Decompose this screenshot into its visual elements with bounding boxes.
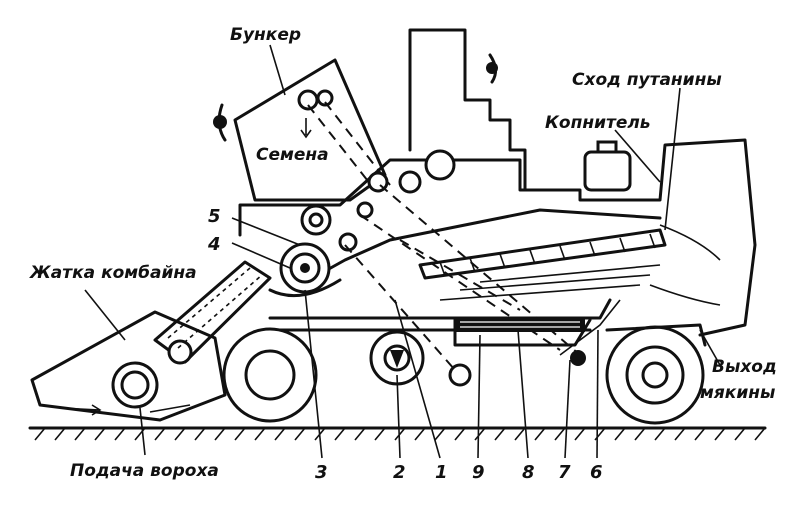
callout-6: 6 [590, 462, 603, 483]
label-chaff-exit-2: мякины [700, 383, 775, 403]
label-seeds: Семена [256, 145, 329, 165]
ground [28, 426, 767, 441]
callout-1: 1 [435, 462, 448, 483]
thresher-drums [268, 171, 389, 298]
wheels [222, 323, 707, 425]
label-heap-feed: Подача вороха [70, 461, 219, 481]
label-bunker: Бункер [230, 25, 301, 45]
sieves [418, 224, 721, 387]
label-accumulator: Копнитель [545, 113, 651, 133]
callout-8: 8 [522, 462, 535, 483]
header-reaper [30, 260, 272, 422]
feed-arrows [59, 404, 191, 416]
flow-lines [344, 184, 581, 371]
bunker [213, 58, 391, 202]
callout-3: 3 [315, 462, 328, 483]
callout-4: 4 [207, 234, 221, 255]
callout-7: 7 [558, 462, 571, 483]
callout-5: 5 [208, 206, 221, 227]
label-tangle-exit: Сход путанины [572, 70, 722, 90]
label-header: Жатка комбайна [29, 263, 197, 283]
label-chaff-exit-1: Выход [712, 357, 777, 377]
callout-2: 2 [393, 462, 406, 483]
callout-9: 9 [472, 462, 485, 483]
leader-lines [84, 44, 721, 459]
